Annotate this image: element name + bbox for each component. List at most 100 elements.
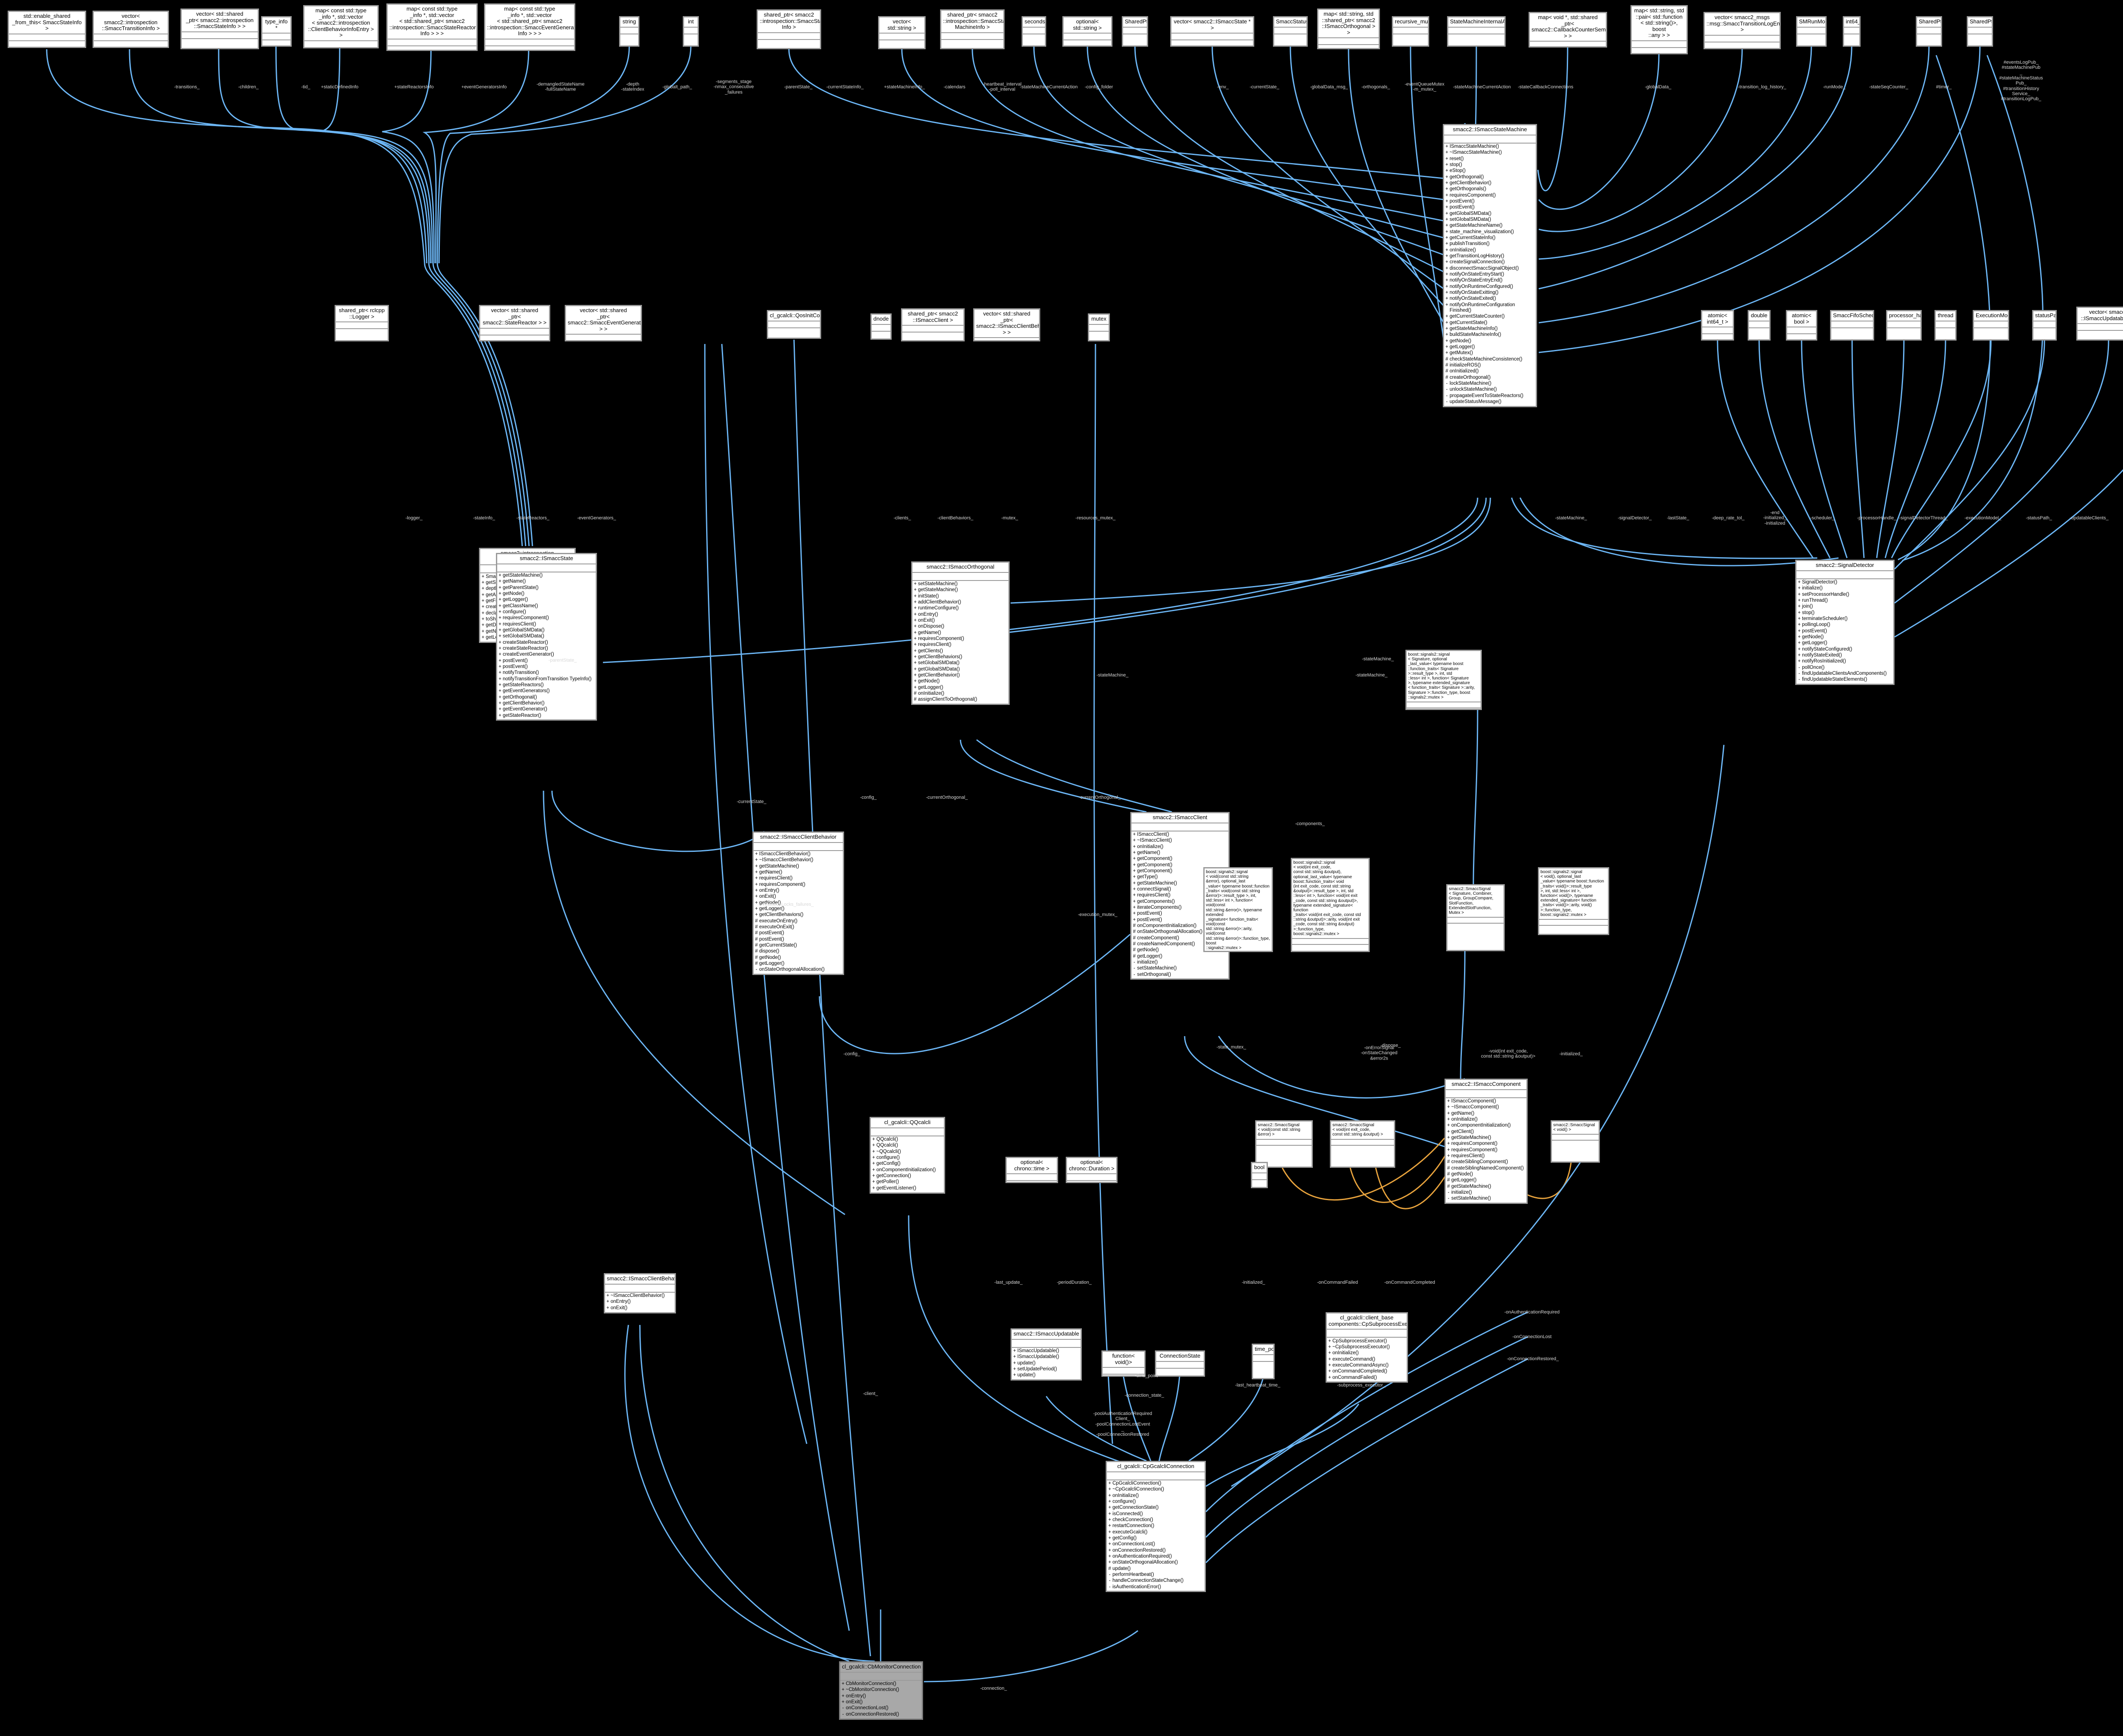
template-note-node[interactable]: boost::signals2::signal < Signature, opt… bbox=[1405, 650, 1482, 710]
type-node[interactable]: vector< smacc2_msgs ::msg::SmaccTransiti… bbox=[1703, 12, 1781, 49]
type-node[interactable]: vector< std::shared _ptr< smacc2::StateR… bbox=[479, 305, 550, 341]
class-node[interactable]: smacc2::ISmaccUpdatable+ISmaccUpdatable(… bbox=[1011, 1328, 1082, 1381]
member-row: +setGlobalSMData() bbox=[912, 660, 1008, 666]
node-attributes-compartment bbox=[1274, 28, 1306, 34]
class-node[interactable]: smacc2::ISmaccStateMachine+ISmaccStateMa… bbox=[1443, 124, 1537, 407]
member-visibility: + bbox=[1798, 646, 1801, 652]
member-row: +setStateMachine() bbox=[912, 581, 1008, 587]
type-node[interactable]: std::enable_shared _from_this< SmaccStat… bbox=[8, 11, 86, 48]
class-node[interactable]: cl_gcalcli::client_base components::CpSu… bbox=[1326, 1312, 1408, 1383]
class-node[interactable]: smacc2::ISmaccState+getStateMachine()+ge… bbox=[496, 553, 597, 721]
type-node[interactable]: function< void()> bbox=[1101, 1350, 1146, 1377]
member-row: +setGlobalSMData() bbox=[1444, 217, 1536, 223]
type-node[interactable]: map< const std::type _info *, std::vecto… bbox=[484, 3, 575, 51]
type-node[interactable]: shared_ptr< smacc2 ::introspection::Smac… bbox=[940, 9, 1005, 49]
type-node[interactable]: map< std::string, std ::pair< std::funct… bbox=[1630, 5, 1688, 54]
member-visibility: + bbox=[1445, 290, 1448, 295]
member-visibility: + bbox=[1108, 1481, 1111, 1486]
member-name: requiresComponent() bbox=[1450, 192, 1496, 198]
type-node[interactable]: optional< std::string > bbox=[1062, 16, 1112, 47]
member-name: getClientBehavior() bbox=[1450, 180, 1492, 186]
node-title: smacc2::SmaccSignal < void(int exit_code… bbox=[1331, 1122, 1394, 1140]
template-note-node[interactable]: smacc2::SmaccSignal < void() > bbox=[1551, 1120, 1600, 1163]
type-node[interactable]: vector< smacc2::ISmaccState * > bbox=[1170, 16, 1254, 47]
type-node[interactable]: SharedPtr bbox=[1967, 16, 1993, 47]
node-operations-compartment bbox=[1705, 42, 1779, 48]
type-node[interactable]: processor_handle bbox=[1886, 310, 1922, 341]
member-row: -initialize() bbox=[1446, 1189, 1526, 1195]
type-node[interactable]: time_point bbox=[1252, 1344, 1275, 1379]
class-node[interactable]: cl_gcalcli::CbMonitorConnection+CbMonito… bbox=[839, 1661, 923, 1720]
type-node[interactable]: type_info * bbox=[261, 16, 292, 47]
member-visibility: + bbox=[1798, 604, 1801, 609]
type-node[interactable]: SmaccStatus bbox=[1273, 16, 1308, 47]
type-node[interactable]: double bbox=[1748, 310, 1771, 341]
type-node[interactable]: vector< smacc2::introspection ::SmaccTra… bbox=[93, 11, 169, 48]
class-node[interactable]: smacc2::ISmaccClientBehavior+ISmaccClien… bbox=[752, 831, 844, 975]
type-node[interactable]: int64_t bbox=[1843, 16, 1861, 47]
class-node[interactable]: cl_gcalcli::CpGcalcliConnection+CpGcalcl… bbox=[1106, 1461, 1206, 1592]
type-node[interactable]: int bbox=[683, 16, 699, 47]
member-name: onInitialize() bbox=[1332, 1350, 1359, 1356]
type-node[interactable]: vector< std::shared _ptr< smacc2::SmaccE… bbox=[565, 305, 642, 341]
type-node[interactable]: map< void *, std::shared _ptr< smacc2::C… bbox=[1529, 12, 1607, 48]
type-node[interactable]: SMRunMode bbox=[1796, 16, 1827, 47]
type-node[interactable]: optional< chrono::Duration > bbox=[1066, 1157, 1118, 1183]
type-node[interactable]: optional< chrono::time > bbox=[1005, 1157, 1058, 1183]
template-note-node[interactable]: boost::signals2::signal < void(), option… bbox=[1538, 867, 1609, 935]
edge-label: -stateInfo_ bbox=[473, 515, 495, 521]
node-operations-compartment: +QQcalcli()+QQcalcli()+~QQcalcli()+confi… bbox=[871, 1136, 944, 1192]
type-node[interactable]: map< std::string, std ::shared_ptr< smac… bbox=[1317, 8, 1380, 49]
type-node[interactable]: StateMachineInternalAction bbox=[1447, 16, 1506, 47]
member-visibility: + bbox=[1798, 628, 1801, 634]
class-node[interactable]: smacc2::ISmaccComponent+ISmaccComponent(… bbox=[1444, 1079, 1528, 1204]
node-attributes-compartment bbox=[1331, 1140, 1394, 1146]
type-node[interactable]: mutex bbox=[1088, 313, 1110, 341]
member-visibility: + bbox=[1445, 217, 1448, 222]
template-note-node[interactable]: smacc2::SmaccSignal < void(const std::st… bbox=[1255, 1120, 1313, 1168]
type-node[interactable]: shared_ptr< rclcpp ::Logger > bbox=[335, 305, 389, 341]
type-node[interactable]: vector< smacc2 ::ISmaccUpdatable * > bbox=[2076, 307, 2123, 341]
member-name: handleConnectionStateChange() bbox=[1112, 1578, 1184, 1584]
type-node[interactable]: vector< std::shared _ptr< smacc2::ISmacc… bbox=[973, 308, 1040, 341]
member-visibility: # bbox=[1447, 1184, 1450, 1189]
type-node[interactable]: statusPath bbox=[2032, 310, 2057, 341]
type-node[interactable]: atomic< int64_t > bbox=[1701, 310, 1734, 341]
type-node[interactable]: thread bbox=[1934, 310, 1957, 341]
node-attributes-compartment bbox=[1123, 28, 1147, 34]
type-node[interactable]: vector< std::shared _ptr< smacc2::intros… bbox=[180, 8, 259, 49]
type-node[interactable]: string bbox=[619, 16, 639, 47]
type-node[interactable]: map< const std::type _info *, std::vecto… bbox=[386, 3, 478, 51]
class-node[interactable]: smacc2::SignalDetector+SignalDetector()+… bbox=[1795, 560, 1895, 685]
class-node[interactable]: cl_gcalcli::QQcalcli+QQcalcli()+QQcalcli… bbox=[870, 1117, 945, 1194]
type-node[interactable]: ConnectionState bbox=[1155, 1350, 1205, 1377]
template-note-node[interactable]: smacc2::SmaccSignal < Signature, Combine… bbox=[1446, 884, 1505, 951]
member-name: createSignalConnection() bbox=[1450, 259, 1505, 265]
node-title: SharedPtr bbox=[1123, 17, 1147, 28]
class-node[interactable]: smacc2::ISmaccClientBehavior+~ISmaccClie… bbox=[604, 1273, 676, 1313]
type-node[interactable]: shared_ptr< smacc2 ::ISmaccClient > bbox=[901, 308, 965, 341]
type-node[interactable]: cl_gcalcli::QosInitConfig bbox=[767, 310, 821, 339]
type-node[interactable]: SharedPtr bbox=[1916, 16, 1942, 47]
type-node[interactable]: map< const std::type _info *, std::vecto… bbox=[303, 5, 379, 48]
node-operations-compartment bbox=[1292, 945, 1368, 950]
member-row: #createComponent() bbox=[1132, 935, 1228, 941]
type-node[interactable]: bool bbox=[1251, 1162, 1268, 1188]
node-operations-compartment bbox=[1007, 1181, 1057, 1182]
type-node[interactable]: SmaccFifoScheduler bbox=[1830, 310, 1874, 341]
type-node[interactable]: shared_ptr< smacc2 ::introspection::Smac… bbox=[757, 9, 821, 49]
member-row: #update() bbox=[1107, 1566, 1205, 1572]
type-node[interactable]: SharedPtr bbox=[1122, 16, 1148, 47]
type-node[interactable]: atomic< bool > bbox=[1786, 310, 1817, 341]
type-node[interactable]: dnode bbox=[870, 313, 892, 340]
type-node[interactable]: recursive_mutex bbox=[1392, 16, 1429, 47]
class-node[interactable]: smacc2::ISmaccOrthogonal+setStateMachine… bbox=[911, 561, 1010, 705]
template-note-node[interactable]: boost::signals2::signal < void(const std… bbox=[1203, 867, 1273, 952]
type-node[interactable]: seconds bbox=[1022, 16, 1046, 47]
template-note-node[interactable]: boost::signals2::signal < void(int exit_… bbox=[1291, 858, 1370, 952]
type-node[interactable]: vector< std::string > bbox=[878, 16, 926, 49]
node-attributes-compartment bbox=[1318, 38, 1379, 45]
type-node[interactable]: ExecutionModel bbox=[1973, 310, 2009, 341]
member-row: +ISmaccUpdatable() bbox=[1012, 1354, 1081, 1360]
template-note-node[interactable]: smacc2::SmaccSignal < void(int exit_code… bbox=[1330, 1120, 1395, 1168]
